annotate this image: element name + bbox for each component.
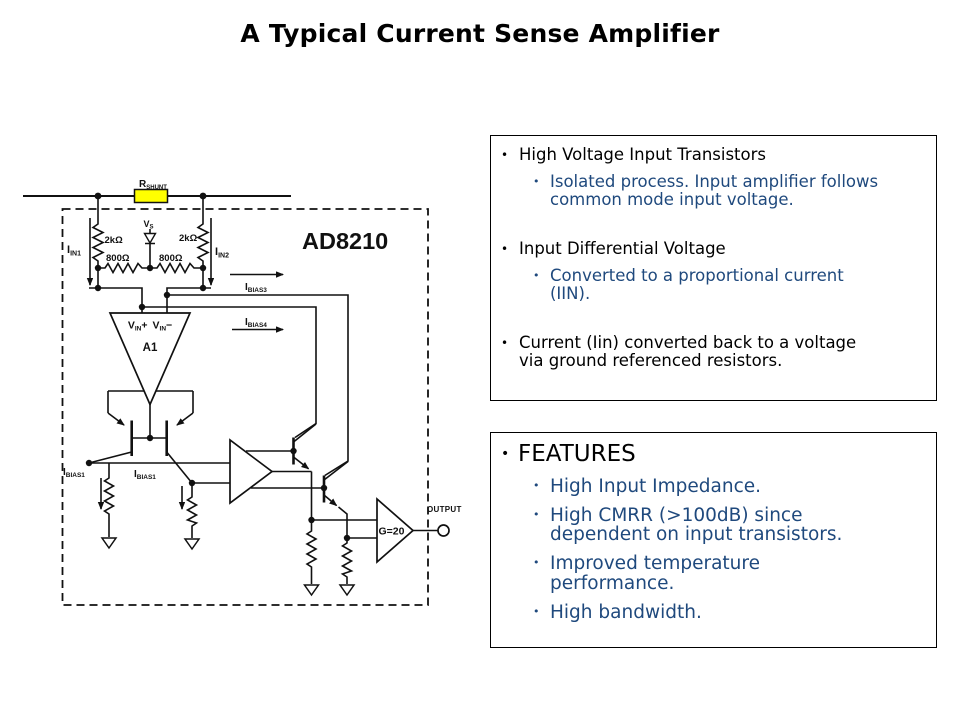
junction-dots [85,192,351,542]
ground-icon [183,538,201,551]
list-item-text: Isolated process. Input amplifier follow… [550,172,879,209]
list-item: • High bandwidth. [531,601,930,623]
list-item-text: Current (Iin) converted back to a voltag… [519,333,857,370]
output-label: OUTPUT [427,505,462,514]
features-box: • FEATURES • High Input Impedance. • Hig… [490,432,937,648]
arrow-annotations [86,218,338,510]
ibias3-wire [167,294,349,477]
iin1-label: IIN1 [67,244,81,258]
bullet-icon: • [501,446,510,462]
ground-icon [100,537,118,550]
bullet-icon: • [533,269,540,282]
t4-collector [323,460,349,481]
rshunt-resistor-body [133,188,169,204]
schematic-wires [88,196,438,584]
a2-buffer-triangle [229,438,274,505]
list-item: • Converted to a proportional current (I… [531,267,930,303]
list-item-text: Converted to a proportional current (IIN… [550,266,844,303]
output-terminal-circle [437,524,450,537]
list-item: • High Input Impedance. [531,475,930,497]
list-item: • Isolated process. Input amplifier foll… [531,173,930,209]
bullet-icon: • [501,336,509,350]
list-item: • High Voltage Input Transistors [499,146,930,164]
list-item: • Input Differential Voltage [499,240,930,258]
ibias1-left-label: IBIAS1 [63,467,85,479]
iin2-label: IIN2 [215,246,229,260]
r2k-left-label: 2kΩ [105,235,124,246]
vin-minus-rail [166,287,211,313]
t3-emitter-arrow [293,456,310,470]
bullet-icon: • [501,148,509,162]
resistor-800-left [98,261,150,275]
a1-amplifier-triangle [108,312,192,407]
list-item: • Current (Iin) converted back to a volt… [499,334,930,370]
list-item-text: Improved temperature performance. [550,553,760,594]
bullet-icon: • [533,604,540,618]
vin-minus-label: VIN− [153,320,173,333]
gain-label: G=20 [379,526,405,538]
chip-boundary-dashed-box [61,208,429,606]
list-item-text: Input Differential Voltage [519,239,726,258]
gain-amplifier-triangle [376,497,415,564]
bullet-icon: • [533,507,540,521]
ground-icon [338,584,356,597]
bullet-icon: • [533,478,540,492]
description-box: • High Voltage Input Transistors • Isola… [490,135,937,401]
bullet-icon: • [533,556,540,569]
bullet-icon: • [533,175,540,188]
ground-icon [303,584,320,597]
ibias4-label: IBIAS4 [245,317,267,329]
bullet-icon: • [501,242,509,256]
chip-label: AD8210 [302,228,388,254]
transistor-base-bars [130,420,326,503]
pair-emitter-left [88,451,132,464]
t4-emitter-arrow [323,494,338,507]
resistor-2k-right [196,196,210,288]
vs-label: VS [144,219,154,231]
page-title: A Typical Current Sense Amplifier [240,19,720,48]
ibias4-wire [142,306,317,439]
ibias1-right-label: IBIAS1 [134,469,156,481]
out-resistor-right [340,538,354,584]
r800-right-label: 800Ω [159,253,183,264]
vin-plus-rail [89,287,143,313]
t3-collector [293,423,317,443]
rshunt-label: RSHUNT [139,179,167,191]
list-item-text: High bandwidth. [550,601,702,623]
features-heading-text: FEATURES [518,441,636,467]
r800-left-label: 800Ω [106,253,130,264]
t4-emitter-tail [337,506,348,538]
r2k-right-label: 2kΩ [179,233,198,244]
list-item-text: High Input Impedance. [550,475,762,497]
features-heading: • FEATURES [499,441,930,467]
ground-symbols [100,537,356,597]
ibias1-resistor-left [102,463,116,537]
list-item: • High CMRR (>100dB) since dependent on … [531,504,930,545]
vin-plus-label: VIN+ [128,320,148,333]
list-item: • Improved temperature performance. [531,554,930,593]
resistor-800-right [150,261,203,275]
pair-arrow-right [176,412,194,426]
list-item-text: High CMRR (>100dB) since dependent on in… [550,504,843,545]
pair-arrow-left [107,412,125,426]
ibias3-label: IBIAS3 [245,282,267,294]
list-item-text: High Voltage Input Transistors [519,145,767,164]
ibias1-resistor-right [185,483,199,538]
vs-diode-symbol [143,232,157,245]
resistor-2k-left [91,196,105,288]
pair-emitter-right [166,451,193,484]
a1-label: A1 [143,342,158,354]
amplifier-symbols [108,312,415,564]
out-resistor-left [305,520,318,584]
